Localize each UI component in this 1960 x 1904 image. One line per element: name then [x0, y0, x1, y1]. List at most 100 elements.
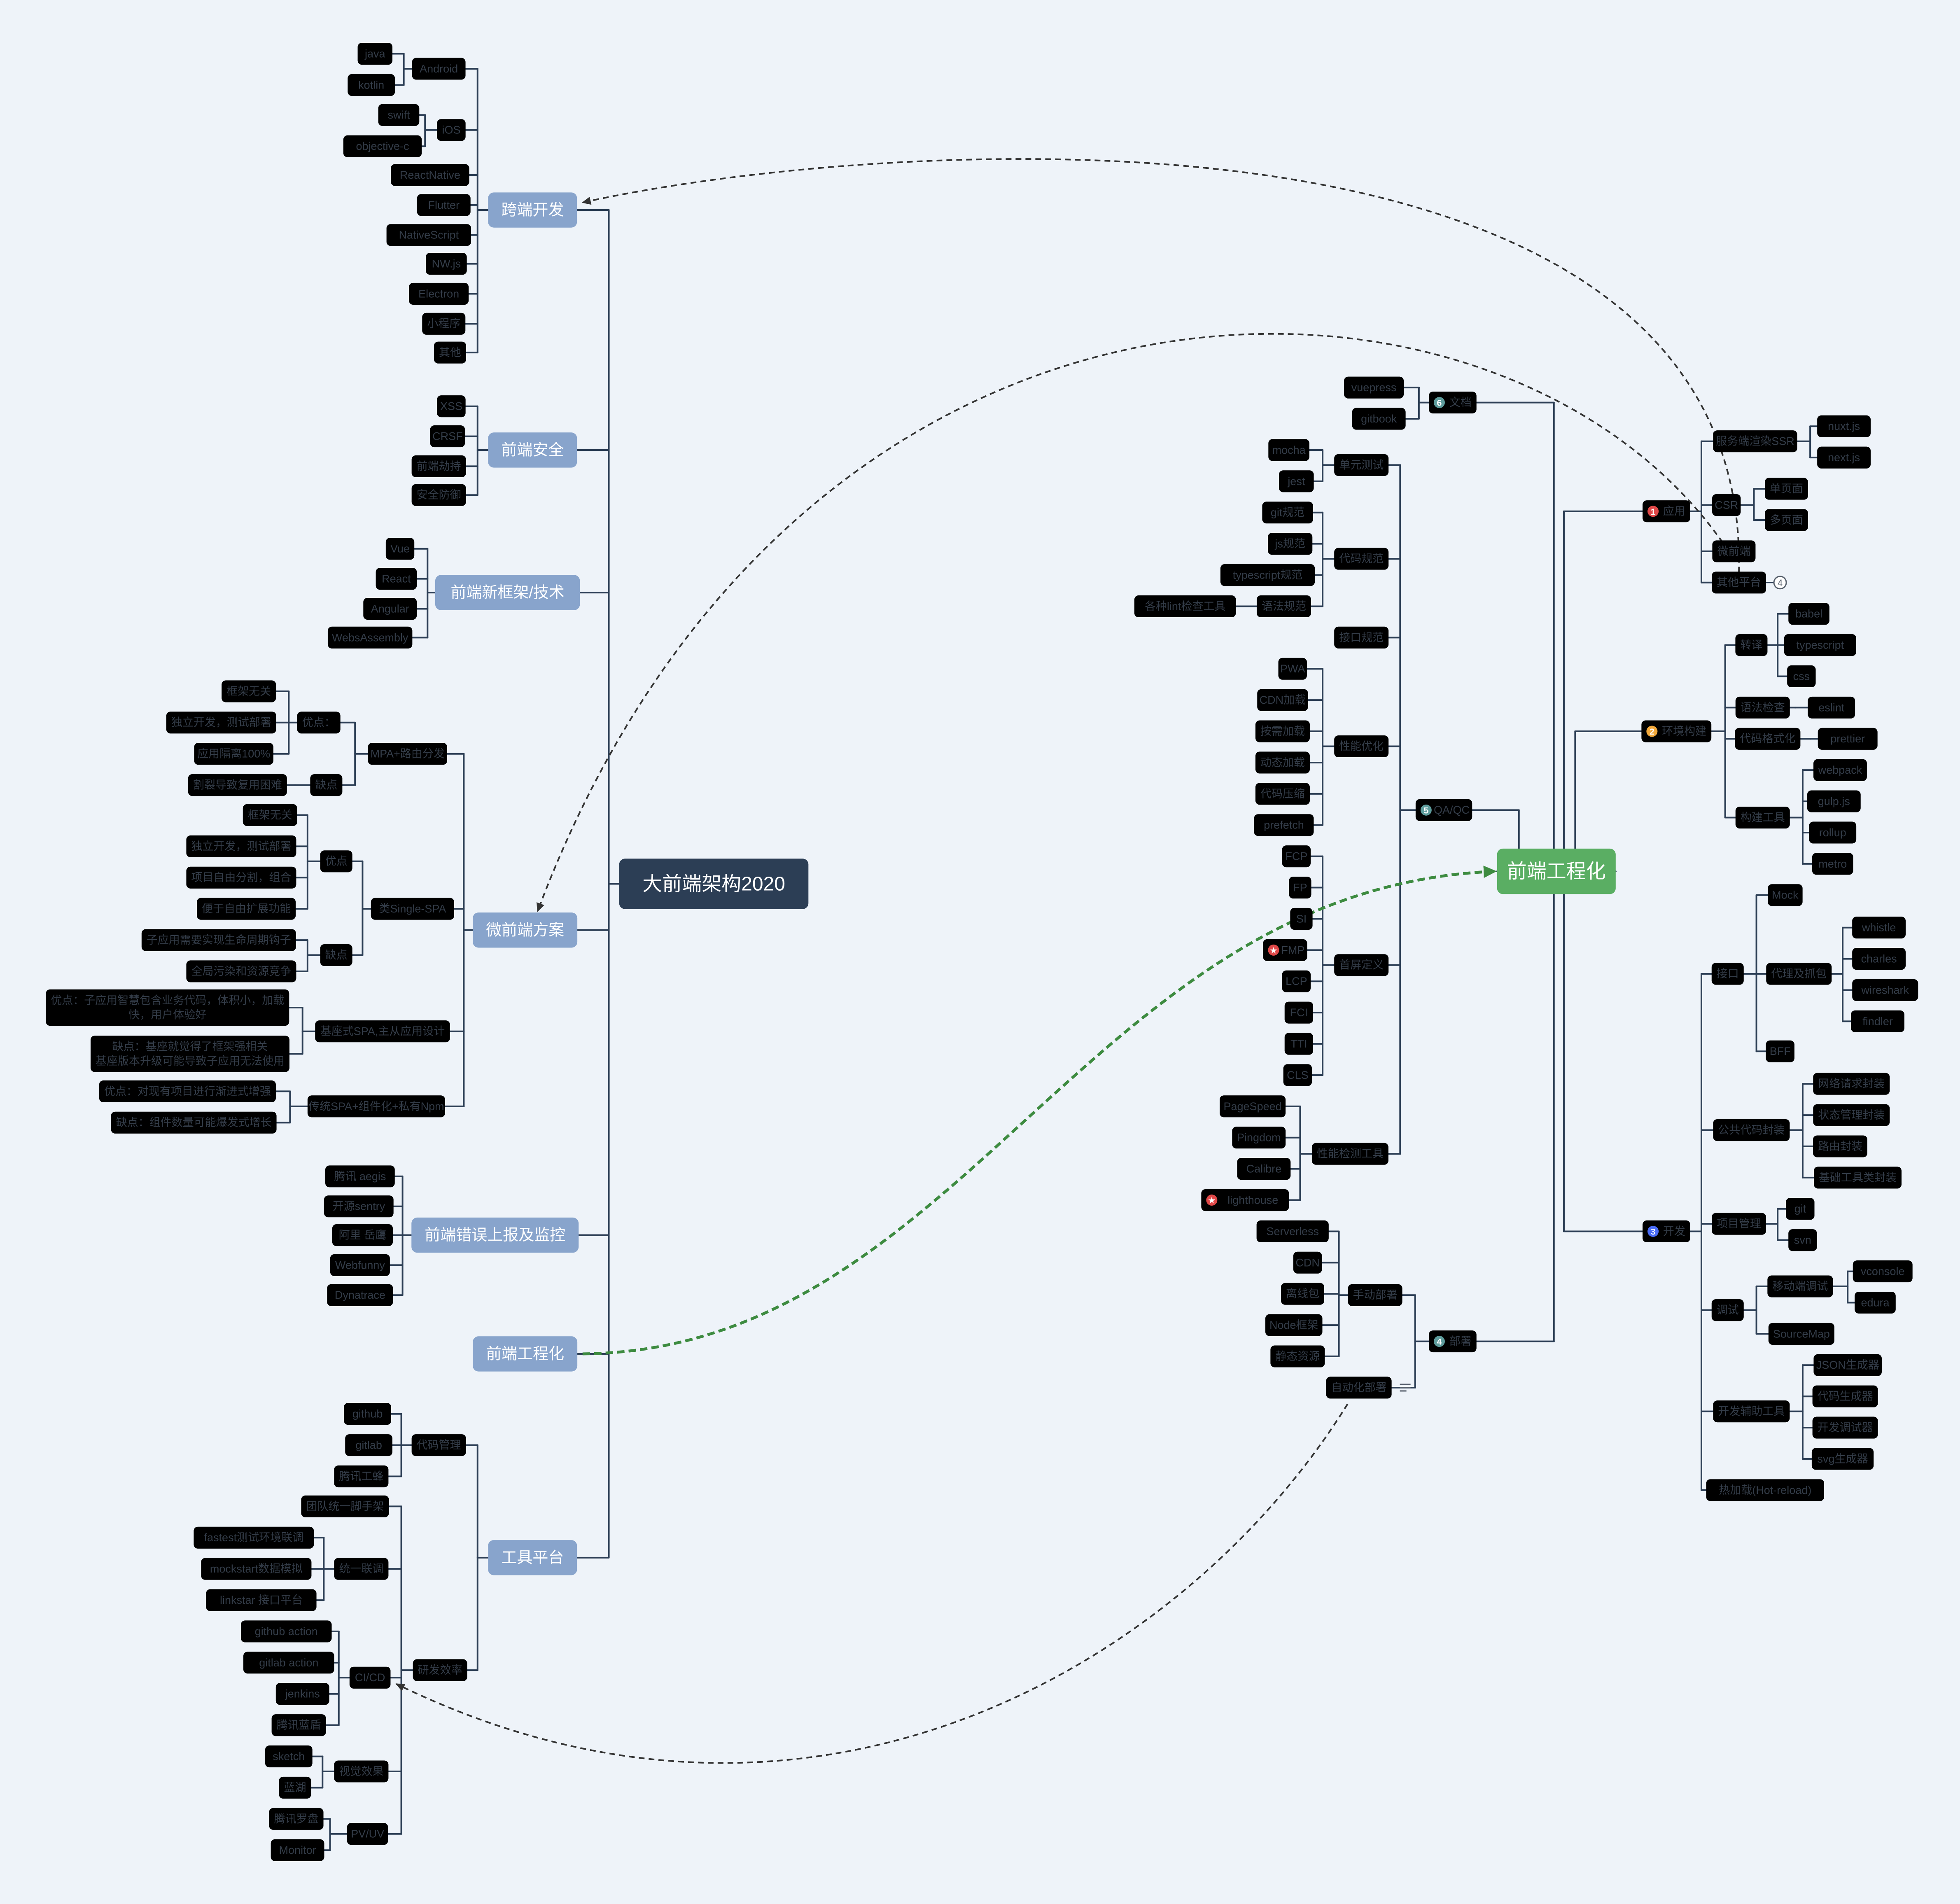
app-micro[interactable]: 微前端 — [1712, 540, 1756, 562]
tools-cicd[interactable]: CI/CD — [349, 1666, 391, 1689]
qa-pingdom[interactable]: Pingdom — [1232, 1127, 1286, 1149]
tools-gongfeng[interactable]: 腾讯工蜂 — [334, 1465, 389, 1488]
cross-rn[interactable]: ReactNative — [391, 164, 469, 186]
qa-fcp[interactable]: FCP — [1282, 845, 1311, 868]
cross-electron[interactable]: Electron — [409, 282, 469, 305]
cross-other[interactable]: 其他 — [434, 341, 466, 364]
env-build[interactable]: 构建工具 — [1735, 806, 1790, 829]
dep-serverless[interactable]: Serverless — [1256, 1220, 1329, 1243]
mf-mpa-cons[interactable]: 缺点 — [310, 774, 343, 796]
tools-monitor[interactable]: Monitor — [271, 1839, 324, 1861]
tools-mockstart[interactable]: mockstart数据模拟 — [201, 1558, 312, 1580]
qa-prefetch[interactable]: prefetch — [1254, 814, 1314, 836]
app-single[interactable]: 单页面 — [1764, 478, 1808, 500]
mf-spa-cons[interactable]: 缺点 — [320, 944, 352, 966]
tools-code[interactable]: 代码管理 — [411, 1434, 466, 1456]
tools-gh-action[interactable]: github action — [240, 1620, 332, 1643]
dev-sourcemap[interactable]: SourceMap — [1768, 1323, 1834, 1345]
dev-vconsole[interactable]: vconsole — [1853, 1260, 1913, 1283]
mf-base[interactable]: 基座式SPA,主从应用设计 — [315, 1020, 450, 1043]
qa-gitspec[interactable]: git规范 — [1262, 502, 1313, 524]
dev-json[interactable]: JSON生成器 — [1813, 1354, 1882, 1376]
mf-trad-pros[interactable]: 优点：对现有项目进行渐进式增强 — [99, 1080, 276, 1102]
dev-state[interactable]: 状态管理封装 — [1813, 1104, 1890, 1126]
env-ts[interactable]: typescript — [1784, 634, 1857, 656]
mf-mpa-p2[interactable]: 独立开发，测试部署 — [166, 712, 276, 734]
dev-route[interactable]: 路由封装 — [1813, 1135, 1867, 1157]
dep-cdn[interactable]: CDN — [1293, 1251, 1322, 1274]
dev-hot[interactable]: 热加载(Hot-reload) — [1706, 1479, 1825, 1501]
tools-lanhu[interactable]: 蓝湖 — [279, 1776, 311, 1799]
app-nuxt[interactable]: nuxt.js — [1817, 415, 1871, 437]
qa-cdn[interactable]: CDN加载 — [1257, 689, 1308, 711]
mf-trad[interactable]: 传统SPA+组件化+私有Npm — [307, 1095, 445, 1118]
app-ssr[interactable]: 服务端渲染SSR — [1713, 430, 1797, 453]
qa-jest[interactable]: jest — [1279, 470, 1314, 492]
cross-ns[interactable]: NativeScript — [386, 224, 471, 246]
env-css[interactable]: css — [1787, 665, 1816, 688]
tools-gl-action[interactable]: gitlab action — [243, 1652, 334, 1674]
mon-yueying[interactable]: 阿里 岳鹰 — [332, 1224, 393, 1246]
tools-linkstar[interactable]: linkstar 接口平台 — [206, 1589, 317, 1611]
tools-luopan[interactable]: 腾讯罗盘 — [269, 1808, 324, 1830]
qa-fci[interactable]: FCI — [1284, 1001, 1314, 1024]
cross-ios[interactable]: iOS — [437, 119, 466, 141]
tools-visual[interactable]: 视觉效果 — [334, 1760, 389, 1783]
mf-mpa-p1[interactable]: 框架无关 — [222, 680, 276, 702]
tools-gitlab[interactable]: gitlab — [345, 1434, 392, 1456]
fw-vue[interactable]: Vue — [385, 538, 415, 560]
qa-ptools[interactable]: 性能检测工具 — [1311, 1143, 1388, 1165]
mf-mpa-p3[interactable]: 应用隔离100% — [194, 743, 273, 765]
dev-pm[interactable]: 项目管理 — [1712, 1213, 1766, 1235]
fw-react[interactable]: React — [376, 568, 417, 590]
cross-mini[interactable]: 小程序 — [422, 313, 466, 335]
tools-rd[interactable]: 研发效率 — [413, 1659, 467, 1681]
mf-spa-p2[interactable]: 独立开发，测试部署 — [186, 835, 296, 857]
env-format[interactable]: 代码格式化 — [1735, 728, 1801, 750]
mon-dynatrace[interactable]: Dynatrace — [327, 1284, 393, 1306]
mf-mpa-pros[interactable]: 优点： — [297, 712, 341, 734]
branch-engineering[interactable]: 前端工程化 — [473, 1336, 578, 1372]
qa-tti[interactable]: TTI — [1284, 1033, 1314, 1055]
qa-style[interactable]: 代码规范 — [1334, 548, 1389, 570]
sec-xss[interactable]: XSS — [437, 395, 466, 418]
dev-mock[interactable]: Mock — [1768, 884, 1803, 906]
mf-spa-p3[interactable]: 项目自由分割，组合 — [186, 866, 296, 889]
dev-wireshark[interactable]: wireshark — [1852, 979, 1918, 1001]
qa-linttools[interactable]: 各种lint检查工具 — [1134, 595, 1236, 618]
tools-landun[interactable]: 腾讯蓝盾 — [271, 1714, 326, 1736]
app-csr[interactable]: CSR — [1712, 494, 1741, 516]
app-other[interactable]: 其他平台 — [1712, 572, 1766, 594]
qa-compress[interactable]: 代码压缩 — [1255, 783, 1310, 805]
app-next[interactable]: next.js — [1817, 446, 1871, 469]
qa-lcp[interactable]: LCP — [1282, 970, 1311, 992]
sec-defense[interactable]: 安全防御 — [411, 484, 466, 506]
env-gulp[interactable]: gulp.js — [1807, 790, 1861, 812]
qa-cls[interactable]: CLS — [1283, 1064, 1312, 1086]
dep-node[interactable]: Node框架 — [1265, 1314, 1323, 1336]
qa-fmp[interactable]: ★FMP — [1263, 939, 1307, 961]
root-engineering[interactable]: 前端工程化 — [1497, 848, 1616, 894]
env-prettier[interactable]: prettier — [1818, 728, 1878, 750]
tools-fastest[interactable]: fastest测试环境联调 — [194, 1526, 314, 1549]
cross-nwjs[interactable]: NW.js — [426, 253, 467, 275]
dep-offline[interactable]: 离线包 — [1281, 1283, 1325, 1305]
env-rollup[interactable]: rollup — [1809, 821, 1857, 844]
qa-unit[interactable]: 单元测试 — [1334, 454, 1389, 476]
env-babel[interactable]: babel — [1788, 603, 1829, 625]
qa-si[interactable]: SI — [1290, 908, 1313, 930]
env-lint[interactable]: 语法检查 — [1735, 696, 1790, 719]
mf-spa-p4[interactable]: 便于自由扩展功能 — [197, 898, 296, 920]
dev-bff[interactable]: BFF — [1766, 1040, 1794, 1062]
branch-tools[interactable]: 工具平台 — [488, 1540, 577, 1575]
sec-hijack[interactable]: 前端劫持 — [411, 455, 466, 477]
qa-fp[interactable]: FP — [1289, 877, 1311, 899]
mf-spa[interactable]: 类Single-SPA — [371, 898, 454, 920]
qa-jsspec[interactable]: js规范 — [1268, 533, 1313, 555]
